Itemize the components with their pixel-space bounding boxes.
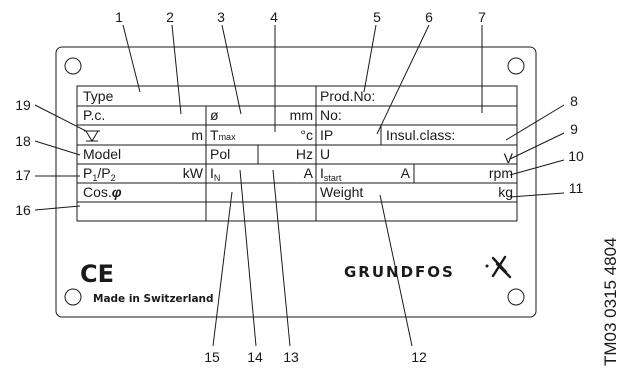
kw-unit: kW <box>183 165 204 181</box>
callout-2: 2 <box>166 9 174 25</box>
callout-12: 12 <box>411 349 427 365</box>
callout-3: 3 <box>217 9 225 25</box>
kg-unit: kg <box>498 184 513 200</box>
callout-1: 1 <box>115 9 123 25</box>
a-unit-istart: A <box>401 165 411 181</box>
head-symbol-icon <box>84 130 100 142</box>
ip-label: IP <box>320 127 333 143</box>
ce-mark: CE <box>80 260 114 288</box>
u-label: U <box>320 146 330 162</box>
degc-unit: °c <box>300 127 313 143</box>
cos-phi-label: Cos.φ <box>83 184 122 200</box>
grundfos-logo: GRUNDFOS <box>344 263 455 281</box>
pc-label: P.c. <box>83 107 105 123</box>
spec-table <box>76 85 518 222</box>
tmax-label: Tmax <box>210 127 236 143</box>
figure-code: TM03 0315 4804 <box>601 237 620 366</box>
model-label: Model <box>83 146 121 162</box>
a-unit-in: A <box>304 165 314 181</box>
insul-class-label: Insul.class: <box>386 127 455 143</box>
callout-4: 4 <box>270 9 278 25</box>
hz-unit: Hz <box>296 146 313 162</box>
m-unit: m <box>191 127 203 143</box>
mm-unit: mm <box>290 107 313 123</box>
grundfos-x-logo-icon <box>485 255 512 279</box>
leader-lines <box>34 24 565 347</box>
prod-no-label: Prod.No: <box>320 88 375 104</box>
in-label: IN <box>210 165 220 183</box>
callout-18: 18 <box>15 133 31 149</box>
callout-19: 19 <box>15 97 31 113</box>
p1-p2-label: P1/P2 <box>83 165 116 183</box>
v-unit: V <box>504 150 514 166</box>
istart-label: Istart <box>320 165 342 183</box>
mounting-hole-bottom-right <box>507 288 525 306</box>
callout-15: 15 <box>204 349 220 365</box>
callout-14: 14 <box>247 349 263 365</box>
mounting-hole-top-left <box>64 57 82 75</box>
callout-6: 6 <box>425 9 433 25</box>
made-in-switzerland: Made in Switzerland <box>93 293 214 305</box>
callout-13: 13 <box>283 349 299 365</box>
callout-5: 5 <box>373 9 381 25</box>
type-label: Type <box>83 88 114 104</box>
callout-10: 10 <box>568 148 584 164</box>
callout-17: 17 <box>15 167 31 183</box>
callout-7: 7 <box>478 9 486 25</box>
plate-outline <box>55 46 537 318</box>
callout-16: 16 <box>15 202 31 218</box>
mounting-hole-top-right <box>507 57 525 75</box>
pol-label: Pol <box>210 146 230 162</box>
callout-9: 9 <box>570 121 578 137</box>
callout-11: 11 <box>569 180 584 196</box>
mounting-hole-bottom-left <box>64 288 82 306</box>
rpm-unit: rpm <box>489 165 513 181</box>
no-label: No: <box>320 107 342 123</box>
callout-8: 8 <box>570 93 578 109</box>
diameter-symbol: ø <box>210 107 219 123</box>
weight-label: Weight <box>320 184 363 200</box>
